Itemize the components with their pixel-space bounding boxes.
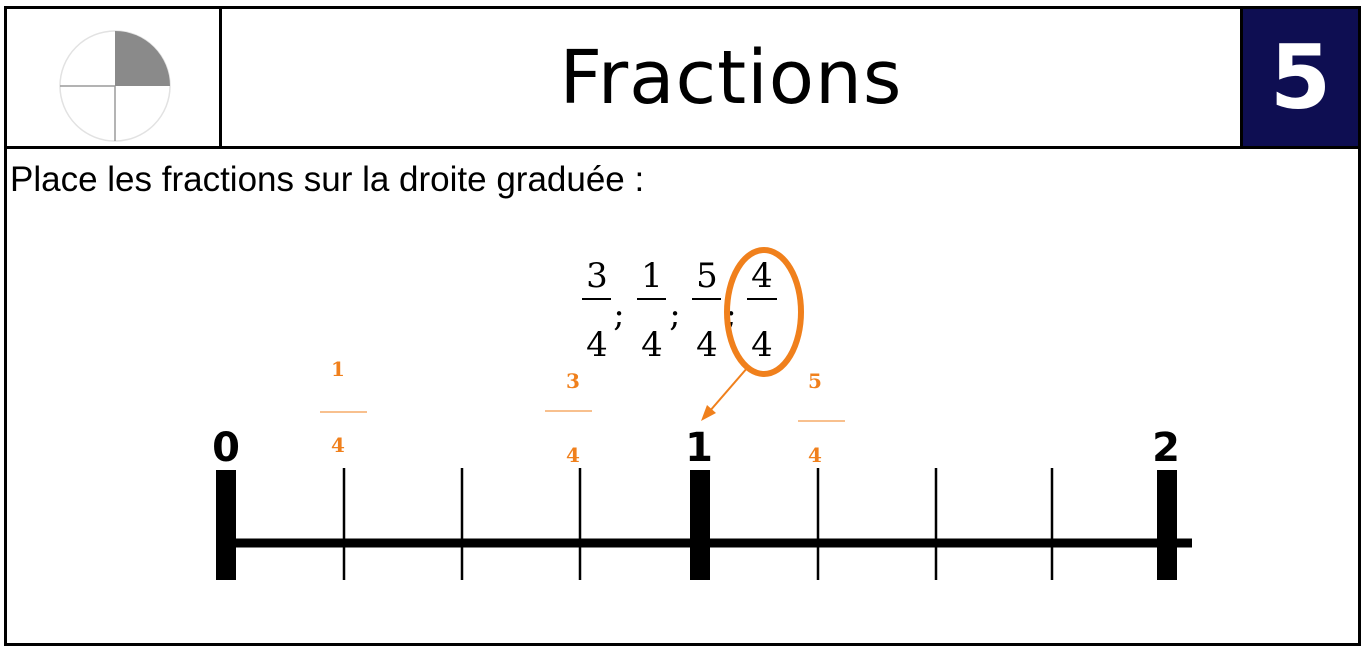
sheet-number-cell: 5 bbox=[1240, 9, 1358, 146]
fraction-numerator: 1 bbox=[641, 256, 663, 296]
pointer-arrow-head bbox=[701, 405, 716, 421]
fraction-list: 3 4 ; 1 4 ; 5 4 ; 4 4 bbox=[582, 256, 777, 365]
label-two: 2 bbox=[1152, 425, 1180, 471]
answer-denominator: 4 bbox=[808, 443, 822, 467]
title-cell: Fractions bbox=[222, 9, 1240, 146]
exercise-area: 3 4 ; 1 4 ; 5 4 ; 4 4 1 4 3 4 5 4 0 1 2 bbox=[212, 247, 1192, 580]
quarter-pie-icon bbox=[59, 30, 171, 142]
major-tick-two bbox=[1157, 470, 1177, 580]
number-line bbox=[216, 468, 1192, 580]
fraction-separator: ; bbox=[613, 295, 624, 335]
answer-numerator: 1 bbox=[331, 357, 345, 381]
label-zero: 0 bbox=[212, 425, 240, 471]
answer-denominator: 4 bbox=[566, 443, 580, 467]
fraction-denominator: 4 bbox=[696, 325, 718, 365]
fraction-denominator: 4 bbox=[751, 325, 773, 365]
fraction-numerator: 5 bbox=[696, 256, 718, 296]
fraction-denominator: 4 bbox=[641, 325, 663, 365]
fraction-numerator: 4 bbox=[751, 256, 773, 296]
major-tick-one bbox=[690, 470, 710, 580]
pointer-arrow-line bbox=[708, 366, 749, 413]
instruction-text: Place les fractions sur la droite gradué… bbox=[10, 160, 645, 199]
answer-denominator: 4 bbox=[331, 433, 345, 457]
placed-answers: 1 4 3 4 5 4 bbox=[320, 357, 845, 467]
highlight-circle bbox=[724, 247, 804, 377]
page-title: Fractions bbox=[559, 34, 903, 121]
fraction-separator: ; bbox=[669, 295, 680, 335]
logo-cell bbox=[7, 9, 222, 146]
sheet-number: 5 bbox=[1269, 26, 1332, 129]
answer-numerator: 5 bbox=[808, 369, 822, 393]
number-line-labels: 0 1 2 bbox=[212, 425, 1180, 471]
label-one: 1 bbox=[685, 425, 713, 471]
answer-numerator: 3 bbox=[566, 369, 580, 393]
worksheet-header: Fractions 5 bbox=[7, 9, 1358, 149]
fraction-denominator: 4 bbox=[586, 325, 608, 365]
major-tick-zero bbox=[216, 470, 236, 580]
fraction-numerator: 3 bbox=[586, 256, 608, 296]
fraction-separator: ; bbox=[725, 295, 736, 335]
